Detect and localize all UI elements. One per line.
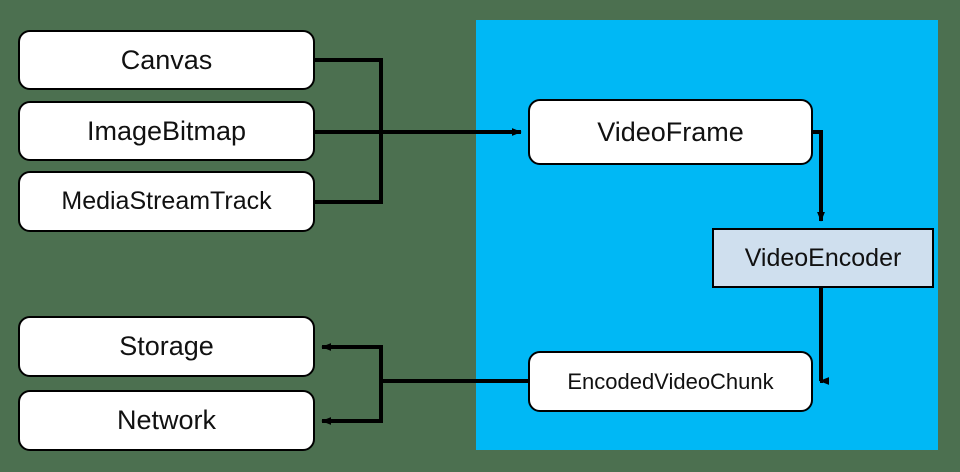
- edge-junction-to-storage: [321, 343, 383, 381]
- node-canvas-label: Canvas: [120, 44, 213, 75]
- node-encodedvideochunk[interactable]: EncodedVideoChunk: [528, 351, 813, 412]
- node-mediastreamtrack[interactable]: MediaStreamTrack: [18, 171, 315, 232]
- node-encodedvideochunk-label: EncodedVideoChunk: [567, 368, 774, 394]
- node-videoframe[interactable]: VideoFrame: [528, 99, 813, 165]
- node-videoencoder-label: VideoEncoder: [744, 243, 902, 272]
- node-mediastreamtrack-label: MediaStreamTrack: [61, 187, 272, 215]
- node-imagebitmap[interactable]: ImageBitmap: [18, 101, 315, 161]
- node-canvas[interactable]: Canvas: [18, 30, 315, 90]
- node-storage[interactable]: Storage: [18, 316, 315, 377]
- node-network[interactable]: Network: [18, 390, 315, 451]
- edge-mediastreamtrack-to-junction: [315, 132, 383, 204]
- node-videoencoder[interactable]: VideoEncoder: [712, 228, 934, 288]
- node-imagebitmap-label: ImageBitmap: [86, 115, 247, 146]
- node-videoframe-label: VideoFrame: [597, 116, 744, 147]
- node-storage-label: Storage: [119, 331, 214, 361]
- edge-junction-to-network: [321, 381, 383, 425]
- edge-canvas-to-junction: [315, 58, 383, 132]
- node-network-label: Network: [116, 405, 217, 435]
